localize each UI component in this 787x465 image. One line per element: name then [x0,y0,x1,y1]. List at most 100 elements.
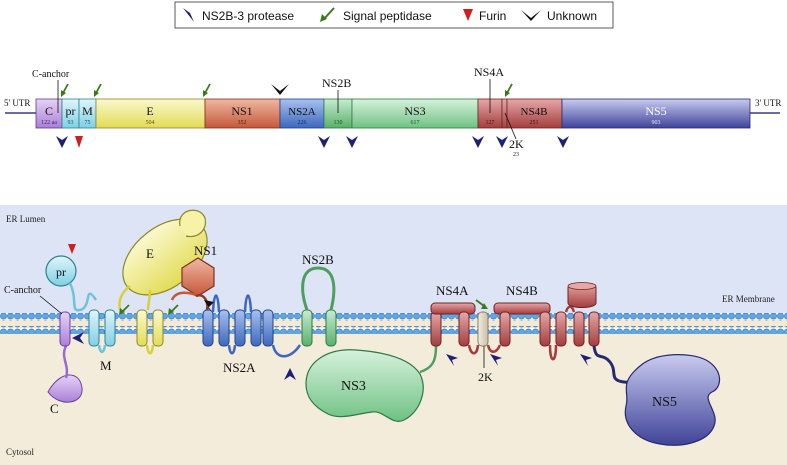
er-membrane-label: ER Membrane [722,294,775,304]
er-lumen-region [0,205,787,313]
label-c-anchor: C-anchor [4,285,42,296]
m-helix-1 [88,309,100,347]
protease-arrowhead-icon [318,136,330,148]
er-lumen-label: ER Lumen [6,214,46,224]
protease-arrowhead-icon [472,136,484,148]
segment-ns5-length: 903 [652,120,661,126]
c-anchor-helix [59,311,71,347]
segment-ns4b-label: NS4B [521,106,548,118]
label-pr: pr [56,265,66,279]
legend-label-furin: Furin [479,9,506,23]
protease-arrowhead-icon [580,354,592,366]
legend-box [174,1,614,29]
protein-ns4a [430,302,480,355]
furin-triangle-icon [68,244,76,254]
cytosol-label: Cytosol [6,447,35,457]
e-loop [145,344,155,355]
polyprotein-map: 5' UTR 3' UTR C 122 aa pr 93 M 75 E 504 … [4,65,781,158]
segment-e-length: 504 [146,120,155,126]
protein-ns2a [202,294,302,358]
peptidase-arrow-icon [61,83,69,97]
protease-arrowhead-icon [446,354,458,366]
label-ns3: NS3 [341,379,366,394]
segment-ns1 [204,98,281,129]
label-ns4b: NS4B [506,283,538,298]
segment-c-length: 122 aa [41,120,57,126]
e-helix-2 [152,309,164,347]
segment-c-label: C [45,104,53,118]
segment-ns1-label: NS1 [231,104,252,118]
protease-arrowhead-icon [183,8,194,22]
e-helix-1 [136,309,148,347]
label-ns5: NS5 [652,395,677,410]
callout-2k-length: 23 [513,152,519,158]
protein-ns2b [301,266,337,347]
callout-2k-line [504,112,517,140]
segment-m-length: 75 [85,120,91,126]
protease-arrowhead-icon [346,136,358,148]
segment-ns4a-length: 127 [486,120,495,126]
callout-c-anchor: C-anchor [32,69,70,80]
protein-ns5 [624,354,721,446]
e-top-loop [179,209,206,238]
label-ns4a: NS4A [436,283,469,298]
peptidase-arrow-icon [203,83,211,97]
protein-c [47,374,83,403]
label-2k: 2K [478,370,493,384]
peptidase-arrow-icon [94,83,102,97]
peptidase-arrow-icon [119,304,130,315]
membrane-topology: ER Lumen ER Membrane Cytosol [0,205,787,465]
lipid-tails [0,318,787,328]
segment-2k [501,98,508,129]
segment-ns2b-length: 130 [334,120,343,126]
protease-arrowhead-icon [284,368,296,380]
label-ns1: NS1 [194,243,217,258]
protease-arrowhead-icon [56,136,68,148]
label-c: C [50,401,59,416]
legend-label-protease: NS2B-3 protease [202,9,294,23]
unknown-chevron-icon [204,300,214,312]
segment-ns2a [279,98,325,129]
protein-ns1 [181,257,215,297]
segment-e [95,98,206,129]
segment-ns3-length: 617 [411,120,420,126]
segment-e-label: E [146,104,153,118]
pr-linker [68,282,98,312]
peptidase-arrow-icon [505,83,513,97]
callout-2k: 2K [509,137,524,151]
lipid-heads-top [0,313,787,321]
m-loop [97,344,107,353]
segment-ns2a-length: 226 [298,120,307,126]
unknown-chevron-icon [521,10,541,21]
protease-arrowhead-icon [72,332,84,344]
segment-ns3-label: NS3 [404,104,425,118]
segment-ns4b-length: 251 [530,120,539,126]
c-linker [62,345,69,379]
lipid-heads-bottom [0,326,787,334]
callout-ns4a: NS4A [474,65,504,79]
label-ns2b: NS2B [302,252,334,267]
unknown-chevron-icon [271,84,289,95]
protein-2k [477,311,489,347]
protein-ns3 [305,349,424,422]
segment-ns1-length: 352 [238,120,247,126]
m-helix-2 [104,309,116,347]
segment-pr-label: pr [66,104,76,118]
segment-ns5 [561,98,751,129]
protein-pr [45,255,77,287]
utr5-label: 5' UTR [4,98,30,108]
segment-pr-length: 93 [68,120,74,126]
label-m: M [100,358,112,373]
label-ns2a: NS2A [223,360,256,375]
protease-arrowhead-icon [496,136,508,148]
legend-label-unknown: Unknown [547,9,597,23]
callout-ns2b: NS2B [322,76,351,90]
furin-triangle-icon [463,9,473,21]
peptidase-arrow-icon [168,304,179,315]
legend: NS2B-3 protease Signal peptidase Furin U… [174,1,614,29]
protease-arrowhead-icon [490,354,502,366]
segment-ns5-label: NS5 [645,104,666,118]
utr3-label: 3' UTR [755,98,781,108]
label-c-anchor-line [39,295,63,315]
